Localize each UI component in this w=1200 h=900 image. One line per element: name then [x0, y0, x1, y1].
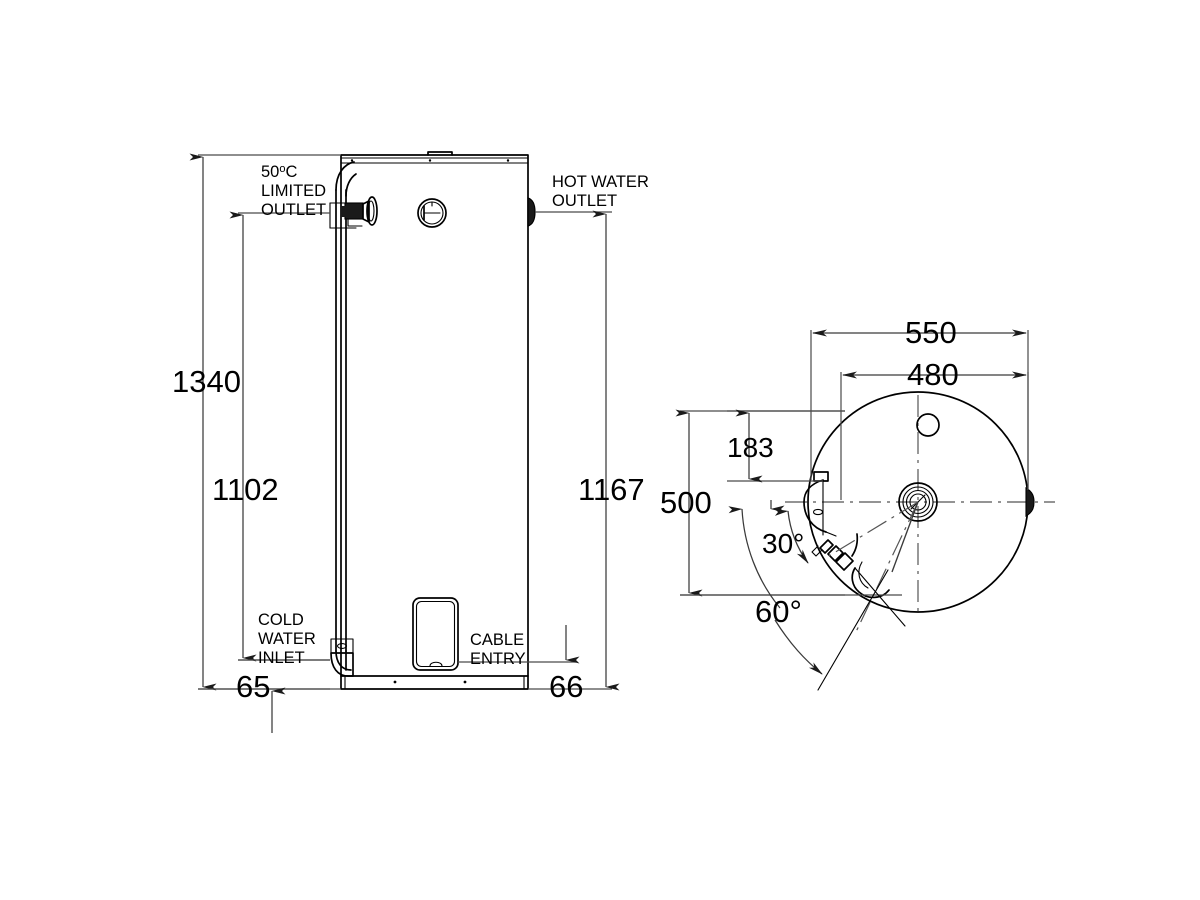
elevation-dimension-lines: 1340 1102 65 1167 66: [172, 153, 645, 733]
plan-radial-ref-30: [828, 501, 919, 557]
plan-angled-pipe-stub: [811, 533, 859, 571]
element-access-plate: [417, 198, 447, 228]
hot-water-outlet-boss: [527, 197, 536, 227]
label-cold-water-inlet-line2: WATER: [258, 630, 316, 648]
label-cold-water-inlet-line1: COLD: [258, 611, 304, 629]
label-limited-outlet-line3: OUTLET: [261, 201, 326, 219]
cold-water-inlet-fitting: [330, 638, 354, 677]
dim-cold-water-inlet-height: 65: [236, 669, 270, 704]
dim-hot-water-outlet-height: 1167: [578, 472, 645, 507]
elevation-tank-geometry: [329, 151, 536, 690]
plan-valve-housing: [803, 471, 837, 537]
dim-valve-offset: 183: [727, 432, 774, 463]
plan-right-boss: [1025, 487, 1035, 517]
elevation-callouts: 50oC LIMITED OUTLET HOT WATER OUTLET COL…: [258, 163, 649, 668]
cable-entry-plate: [412, 597, 459, 671]
label-hot-water-outlet-line2: OUTLET: [552, 192, 617, 210]
label-limited-outlet-line2: LIMITED: [261, 182, 326, 200]
label-cable-entry-line2: ENTRY: [470, 650, 526, 668]
plan-drain-outlet: [851, 561, 890, 599]
plan-radial-ref-60: [854, 501, 919, 635]
plan-view-geometry: [785, 391, 1055, 635]
dim-cable-entry-height: 66: [549, 669, 583, 704]
dim-limited-outlet-height: 1102: [212, 472, 279, 507]
label-cold-water-inlet-line3: INLET: [258, 649, 305, 667]
plan-dimension-lines: 550 480 500 183 30° 60°: [660, 315, 1029, 691]
angle-30-label: 30°: [762, 528, 804, 559]
plan-top-port: [916, 413, 940, 437]
dim-tank-diameter: 480: [907, 357, 959, 392]
dim-overall-height: 1340: [172, 364, 241, 399]
angle-60-label: 60°: [755, 594, 802, 629]
label-limited-outlet-line1: 50oC: [261, 163, 297, 181]
label-cable-entry-line1: CABLE: [470, 631, 524, 649]
dim-overall-width: 550: [905, 315, 957, 350]
dim-overall-depth: 500: [660, 485, 712, 520]
plan-central-boss: [898, 482, 938, 522]
limited-outlet-valve: [341, 196, 378, 227]
label-hot-water-outlet-line1: HOT WATER: [552, 173, 649, 191]
